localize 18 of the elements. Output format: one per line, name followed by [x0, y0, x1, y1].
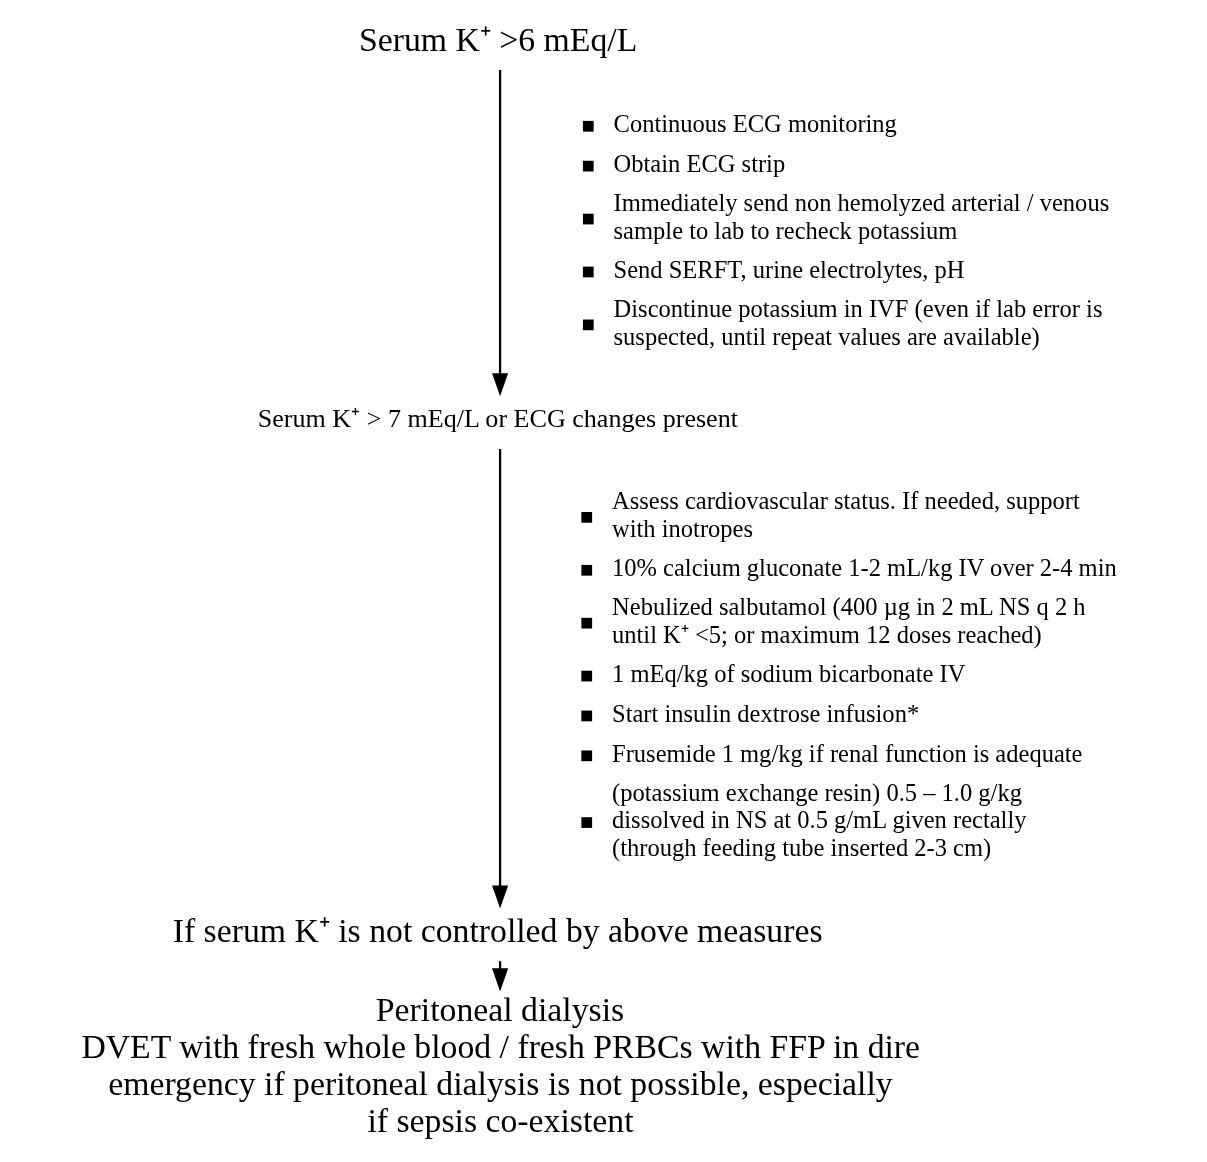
label: Assess cardiovascular status. If needed, support with inotropes	[611, 487, 1080, 542]
label: Discontinue potassium in IVF (even if lab error is suspected, until repeat values are available)	[613, 294, 1102, 350]
label: Send SERFT, urine electrolytes, pH	[613, 255, 964, 283]
node-text: Serum K⁺ >6 mEq/L	[358, 20, 637, 58]
arrow	[491, 448, 508, 909]
label: Nebulized salbutamol (400 µg in 2 mL NS q 2 h until K⁺ <5; or maximum 12 doses reached)	[611, 593, 1086, 648]
node-text: Peritoneal dialysis DVET with fresh whole blood / fresh PRBCs with FFP in dire emergency if peritoneal dialysis is not possible, especially if sepsis co-existent	[80, 991, 920, 1139]
label: Frusemide 1 mg/kg if renal function is adequate	[611, 739, 1082, 767]
label: (potassium exchange resin) 0.5 – 1.0 g/kg dissolved in NS at 0.5 g/mL given rectally (through feeding tube inserted 2-3 cm)	[611, 778, 1026, 861]
label: 1 mEq/kg of sodium bicarbonate IV	[611, 659, 965, 687]
label: Obtain ECG strip	[613, 149, 785, 177]
node-text: If serum K⁺ is not controlled by above measures	[172, 911, 823, 949]
arrow	[491, 69, 508, 397]
label: Immediately send non hemolyzed arterial / venous sample to lab to recheck potassium	[613, 189, 1109, 244]
label: 10% calcium gluconate 1-2 mL/kg IV over 2-4 min	[611, 554, 1117, 582]
label: Start insulin dextrose infusion*	[611, 699, 919, 727]
node-text: Serum K⁺ > 7 mEq/L or ECG changes present	[257, 404, 738, 434]
label: Continuous ECG monitoring	[613, 110, 897, 138]
